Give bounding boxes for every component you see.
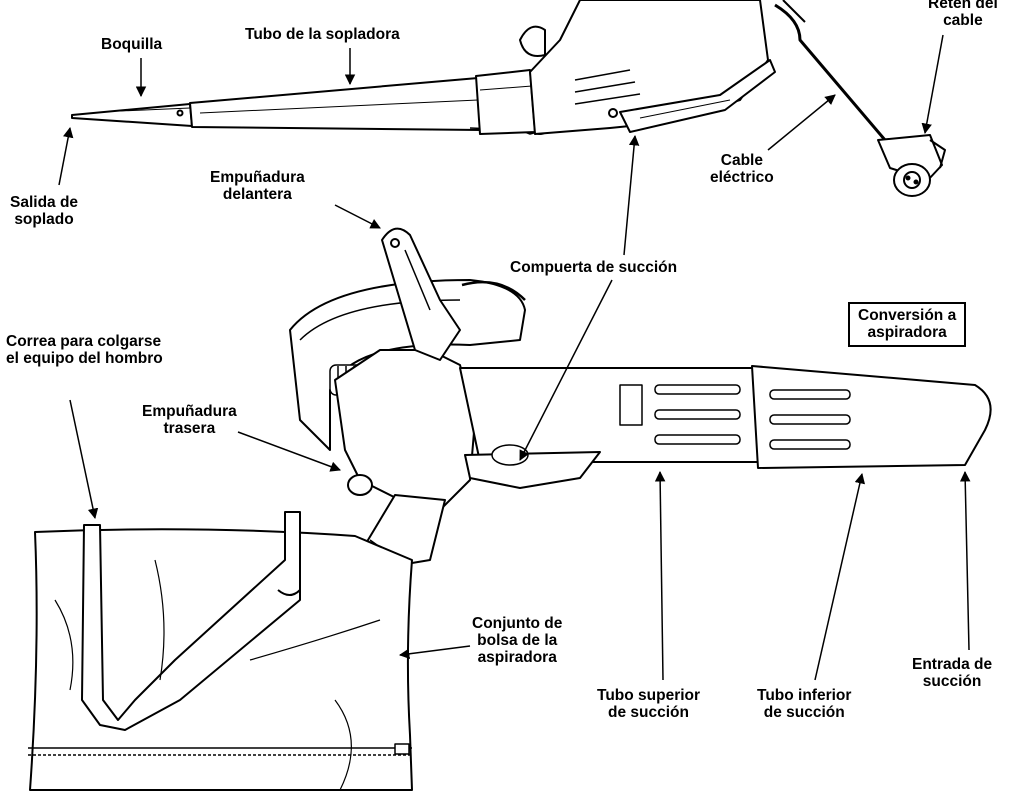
label-entrada-succion: Entrada de succión <box>912 656 992 690</box>
label-correa-line2: el equipo del hombro <box>6 350 163 367</box>
label-boquilla: Boquilla <box>101 36 163 53</box>
tube-collar <box>475 69 536 135</box>
label-conversion-aspiradora-line2: aspiradora <box>867 324 947 341</box>
label-empunadura-trasera-line2: trasera <box>163 420 216 437</box>
label-entrada-succion-line2: succión <box>922 673 982 690</box>
label-correa: Correa para colgarse el equipo del hombr… <box>6 333 163 367</box>
label-empunadura-delantera-line1: Empuñadura <box>210 169 305 186</box>
vacuum-body <box>334 349 476 511</box>
label-conversion-aspiradora-line1: Conversión a <box>858 307 957 324</box>
shoulder-strap <box>81 511 301 731</box>
bag-connector <box>364 494 446 566</box>
label-reten-cable: Retén del cable <box>928 0 998 29</box>
nozzle <box>71 103 193 127</box>
label-empunadura-trasera-line1: Empuñadura <box>142 403 237 420</box>
label-reten-cable-line2: cable <box>943 12 983 29</box>
label-tubo-inferior: Tubo inferior de succión <box>757 687 851 721</box>
label-empunadura-delantera: Empuñadura delantera <box>210 169 305 203</box>
label-conjunto-bolsa-line3: aspiradora <box>477 649 557 666</box>
front-handle <box>381 227 461 361</box>
vacuum-suction-door <box>464 451 601 489</box>
label-conjunto-bolsa-line2: bolsa de la <box>477 632 558 649</box>
label-tubo-sopladora: Tubo de la sopladora <box>245 26 400 43</box>
power-cord-top <box>774 3 887 141</box>
blower-assembly <box>71 0 946 197</box>
label-cable-electrico: Cable eléctrico <box>710 152 774 186</box>
label-correa-line1: Correa para colgarse <box>6 333 162 350</box>
label-tubo-superior-line1: Tubo superior <box>597 687 701 704</box>
blower-tube <box>189 77 483 131</box>
label-salida-soplado-line2: soplado <box>14 211 74 228</box>
label-empunadura-delantera-line2: delantera <box>222 186 292 203</box>
label-salida-soplado: Salida de soplado <box>10 194 78 228</box>
label-compuerta-succion: Compuerta de succión <box>510 259 678 276</box>
label-conjunto-bolsa-line1: Conjunto de <box>472 615 563 632</box>
leader-arrows <box>58 34 971 681</box>
label-cable-electrico-line1: Cable <box>720 152 763 169</box>
label-tubo-inferior-line2: de succión <box>763 704 845 721</box>
label-entrada-succion-line1: Entrada de <box>912 656 993 673</box>
label-salida-soplado-line1: Salida de <box>10 194 79 211</box>
label-tubo-inferior-line1: Tubo inferior <box>757 687 852 704</box>
vacuum-assembly <box>289 227 992 566</box>
label-tubo-superior-line2: de succión <box>608 704 689 721</box>
label-cable-electrico-line2: eléctrico <box>710 169 774 186</box>
label-empunadura-trasera: Empuñadura trasera <box>142 403 237 437</box>
label-tubo-superior: Tubo superior de succión <box>597 687 700 721</box>
vacuum-bag <box>28 511 413 791</box>
label-reten-cable-line1: Retén del <box>928 0 998 12</box>
label-conjunto-bolsa: Conjunto de bolsa de la aspiradora <box>472 615 562 666</box>
label-conversion-aspiradora: Conversión a aspiradora <box>848 302 967 347</box>
